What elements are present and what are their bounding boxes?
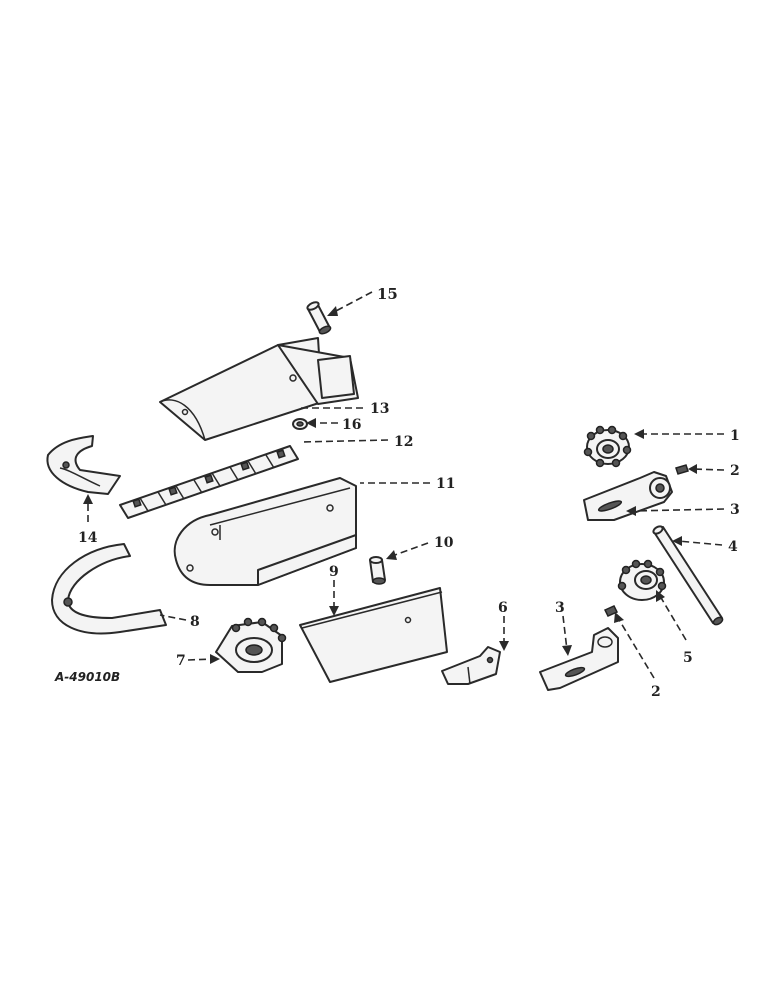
part-7-sprocket xyxy=(215,617,287,673)
part-2-setscrew-upper xyxy=(675,464,689,475)
callout-2-lower-leader: 2 xyxy=(614,612,661,700)
callout-7-leader: 7 xyxy=(176,653,220,669)
callout-11-label: 11 xyxy=(436,476,455,492)
part-16-nut xyxy=(292,418,308,430)
part-1-sprocket xyxy=(583,425,632,468)
callout-12-label: 12 xyxy=(394,434,413,450)
callout-6-label: 6 xyxy=(498,600,508,616)
callout-7-label: 7 xyxy=(176,653,186,669)
callout-16-label: 16 xyxy=(342,417,361,433)
callout-3-upper-leader: 3 xyxy=(626,502,740,518)
callout-4-leader: 4 xyxy=(672,536,738,555)
callout-10-leader: 10 xyxy=(386,535,454,560)
callout-14-leader: 14 xyxy=(78,494,98,546)
callout-1-label: 1 xyxy=(730,428,740,444)
drawing-id: A-49010B xyxy=(54,670,120,684)
callout-3-upper-label: 3 xyxy=(730,502,740,518)
callout-11-leader: 11 xyxy=(360,476,455,492)
callout-9-label: 9 xyxy=(329,564,339,580)
callout-2-lower-label: 2 xyxy=(651,684,661,700)
part-11-guide-plate xyxy=(173,477,357,586)
part-9-deflector-plate xyxy=(299,587,448,683)
callout-12-leader: 12 xyxy=(299,434,413,450)
callout-16-leader: 16 xyxy=(306,417,361,433)
callout-14-label: 14 xyxy=(78,530,98,546)
callout-15-label: 15 xyxy=(377,285,398,303)
callout-5-leader: 5 xyxy=(656,590,693,666)
callout-2-upper-label: 2 xyxy=(730,463,740,479)
callout-3-lower-label: 3 xyxy=(555,600,565,616)
part-14-shield xyxy=(46,435,121,495)
part-13-chute-housing xyxy=(159,337,359,441)
part-6-bracket xyxy=(441,646,501,685)
callout-1-leader: 1 xyxy=(634,428,740,444)
part-10-spacer xyxy=(369,556,386,585)
part-4-shaft xyxy=(652,525,724,626)
part-5-sprocket xyxy=(617,559,667,601)
part-12-chain xyxy=(119,445,299,519)
callout-5-label: 5 xyxy=(683,650,693,666)
part-2-setscrew-lower xyxy=(603,605,619,617)
part-8-guard-strap xyxy=(51,543,167,635)
callout-13-label: 13 xyxy=(370,401,389,417)
callout-6-leader: 6 xyxy=(498,600,509,651)
part-3-idler-arm-upper xyxy=(583,471,673,521)
callout-13-leader: 13 xyxy=(300,401,389,417)
callout-4-label: 4 xyxy=(728,539,738,555)
callout-3-lower-leader: 3 xyxy=(555,600,572,656)
callout-9-leader: 9 xyxy=(329,564,339,616)
callout-15-leader: 15 xyxy=(327,285,398,316)
part-15-sleeve xyxy=(306,301,332,335)
part-3-idler-arm-lower xyxy=(539,627,619,691)
callout-2-upper-leader: 2 xyxy=(688,463,740,479)
callout-8-label: 8 xyxy=(190,614,200,630)
callout-10-label: 10 xyxy=(434,535,454,551)
callout-8-leader: 8 xyxy=(159,614,200,630)
